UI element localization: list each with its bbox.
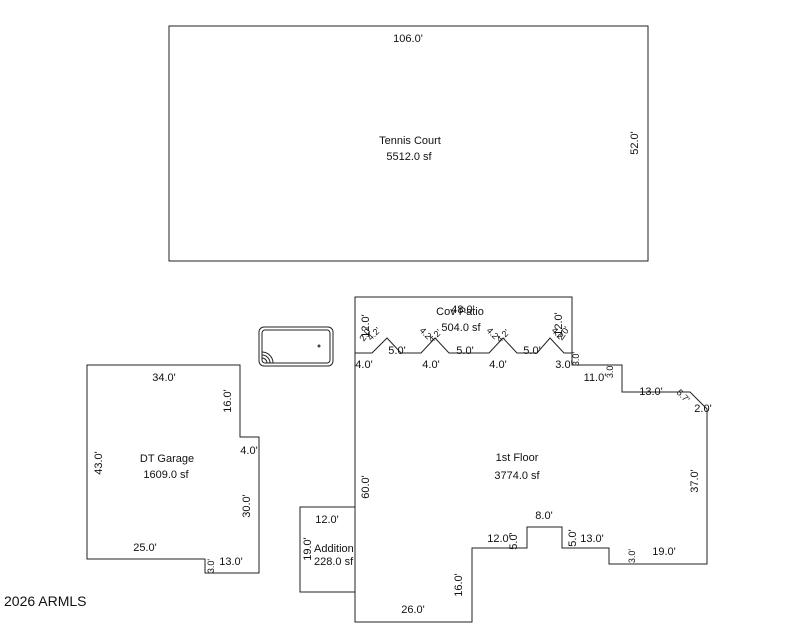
floor-outline bbox=[354, 353, 708, 623]
pool-inner bbox=[261, 329, 331, 364]
covered-patio: 48.0' Cov Patio 504.0 sf 12.0' 12.0' 2.0… bbox=[354, 296, 573, 357]
floor-area: 3774.0 sf bbox=[494, 470, 540, 482]
pool-icon bbox=[258, 326, 334, 367]
floor-step-v2: 3.0' bbox=[605, 364, 615, 379]
floor-diag-dim: 5.7' bbox=[675, 387, 692, 404]
addition-label: Addition bbox=[314, 543, 354, 555]
garage-right-lower-dim: 30.0' bbox=[241, 494, 253, 518]
floor-bump-right-v-dim: 5.0' bbox=[567, 529, 579, 546]
floor-label: 1st Floor bbox=[496, 452, 539, 464]
floor-step-v3: 3.0' bbox=[627, 549, 637, 564]
tennis-court-area: 5512.0 sf bbox=[386, 151, 432, 163]
garage-outline bbox=[86, 364, 260, 574]
patio-label: Cov Patio bbox=[436, 306, 484, 318]
dt-garage: 34.0' 43.0' 16.0' 4.0' 30.0' 25.0' 3.0' … bbox=[86, 364, 260, 574]
garage-label: DT Garage bbox=[140, 453, 194, 465]
garage-step-dim: 3.0' bbox=[206, 559, 216, 574]
garage-top-dim: 34.0' bbox=[152, 372, 176, 384]
floor-right-small-dim: 2.0' bbox=[694, 403, 711, 415]
patio-outline bbox=[354, 296, 573, 354]
armls-watermark: 2026 ARMLS bbox=[4, 593, 87, 609]
tennis-court-top-dim: 106.0' bbox=[393, 33, 423, 45]
garage-bottom-right-dim: 13.0' bbox=[219, 556, 243, 568]
floor-seg-d: 3.0' bbox=[555, 359, 572, 371]
garage-right-upper-dim: 16.0' bbox=[222, 389, 234, 413]
first-floor: 60.0' 26.0' 4.0' 4.0' 4.0' 3.0' 3.0' 11.… bbox=[354, 352, 712, 623]
floor-step-v1: 3.0' bbox=[571, 352, 581, 367]
tennis-court-outline bbox=[168, 25, 649, 262]
pool-steps bbox=[261, 351, 274, 364]
floor-seg-b: 4.0' bbox=[422, 359, 439, 371]
patio-area: 504.0 sf bbox=[441, 322, 481, 334]
floor-seg-a: 4.0' bbox=[355, 359, 372, 371]
addition: 12.0' 19.0' Addition 228.0 sf bbox=[299, 506, 355, 593]
pool-drain bbox=[317, 344, 321, 348]
tennis-court: 106.0' 52.0' Tennis Court 5512.0 sf bbox=[168, 25, 649, 262]
patio-top-dim: 48.0' bbox=[451, 304, 475, 316]
patio-left-height: 12.0' bbox=[360, 314, 372, 338]
garage-area: 1609.0 sf bbox=[143, 469, 189, 481]
floor-left-dim: 60.0' bbox=[360, 475, 372, 499]
floor-bump-left-v-dim: 5.0' bbox=[508, 532, 520, 549]
addition-top-dim: 12.0' bbox=[315, 514, 339, 526]
garage-bottom-dim: 25.0' bbox=[133, 542, 157, 554]
addition-left-dim: 19.0' bbox=[302, 537, 314, 561]
floor-left-step-dim: 16.0' bbox=[453, 573, 465, 597]
pool-outline bbox=[258, 326, 334, 367]
floor-bottom-right-dim: 19.0' bbox=[652, 546, 676, 558]
garage-left-dim: 43.0' bbox=[93, 451, 105, 475]
floor-right-side-dim: 37.0' bbox=[689, 469, 701, 493]
patio-right-height: 12.0' bbox=[553, 312, 565, 336]
floor-bump-left-dim: 12.0' bbox=[487, 533, 511, 545]
floor-bump-top-dim: 8.0' bbox=[535, 510, 552, 522]
addition-area: 228.0 sf bbox=[314, 556, 354, 568]
floor-seg-c: 4.0' bbox=[489, 359, 506, 371]
garage-notch-dim: 4.0' bbox=[240, 445, 257, 457]
patio-seg-3: 5.0' bbox=[523, 345, 540, 357]
tennis-court-label: Tennis Court bbox=[379, 135, 441, 147]
floor-bump-right-dim: 13.0' bbox=[580, 533, 604, 545]
floor-right-mid-dim: 13.0' bbox=[639, 386, 663, 398]
floor-right-top-dim: 11.0' bbox=[584, 372, 607, 384]
tennis-court-right-dim: 52.0' bbox=[629, 131, 641, 155]
patio-seg-1: 5.0' bbox=[388, 345, 405, 357]
addition-outline bbox=[299, 506, 355, 593]
patio-seg-2: 5.0' bbox=[456, 345, 473, 357]
floor-bottom-dim: 26.0' bbox=[401, 604, 425, 616]
